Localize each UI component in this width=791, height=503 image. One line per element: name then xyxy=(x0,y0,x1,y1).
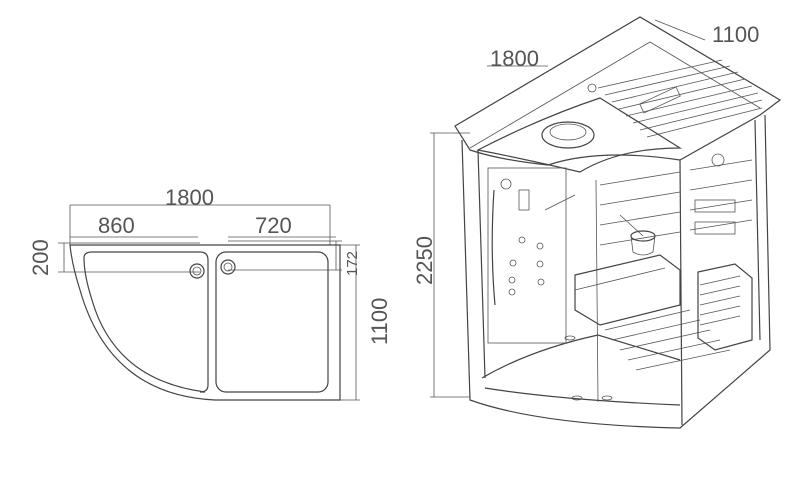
door-edge xyxy=(595,179,599,403)
roof-edge xyxy=(469,41,761,149)
drain-ring xyxy=(192,266,202,276)
roof-slats xyxy=(597,59,763,138)
tray-rim xyxy=(481,334,681,379)
sauna-wall-panel xyxy=(694,199,736,213)
roof-vent-icon xyxy=(587,83,597,93)
shower-head-icon xyxy=(541,121,595,149)
cabin-body xyxy=(461,114,771,429)
massage-jets xyxy=(508,236,545,296)
sauna-wall-panel xyxy=(694,221,736,235)
dim-left-width: 860 xyxy=(98,213,135,238)
cabin-edge xyxy=(477,149,486,379)
sauna-heater xyxy=(697,263,753,351)
dim-depth: 1100 xyxy=(367,298,392,345)
floor-drain-icon xyxy=(564,335,576,341)
dim-right-width: 720 xyxy=(255,213,292,238)
sauna-bench xyxy=(574,254,681,326)
tray-outline xyxy=(69,244,341,401)
sauna-control-icon xyxy=(711,153,725,167)
dim-left-offset: 200 xyxy=(28,239,53,276)
right-drain-icon xyxy=(220,259,236,275)
tray-front xyxy=(484,387,681,406)
shower-hose xyxy=(491,189,496,306)
left-basin xyxy=(83,251,209,393)
perspective-view: 1800 1100 2250 xyxy=(412,16,782,429)
roof-light-icon xyxy=(639,86,681,114)
ladle-icon xyxy=(619,214,644,237)
heater-grill xyxy=(699,275,741,326)
dim-right-offset: 172 xyxy=(344,251,361,276)
dim-total-width: 1800 xyxy=(165,185,214,210)
floor-drain-icon xyxy=(571,395,583,401)
dim-persp-depth: 1100 xyxy=(712,22,759,47)
left-drain-icon xyxy=(189,263,205,279)
plan-view: 1800 860 720 200 172 1100 xyxy=(28,185,392,401)
floor-drain-icon xyxy=(601,395,613,401)
ext-line xyxy=(654,19,706,41)
control-display-icon xyxy=(518,189,530,211)
bucket-body xyxy=(630,235,656,256)
sauna-wall-slats xyxy=(599,159,753,246)
shower-head-inner xyxy=(549,123,587,141)
right-basin xyxy=(215,251,329,393)
cabin-edge xyxy=(754,119,761,341)
dim-persp-height: 2250 xyxy=(412,236,437,285)
control-column xyxy=(487,167,567,344)
shelf xyxy=(544,194,576,211)
dim-persp-width: 1800 xyxy=(490,46,539,71)
drain-ring xyxy=(223,262,233,272)
cabin-edge xyxy=(679,159,683,426)
hand-shower-icon xyxy=(500,178,512,190)
top-panel xyxy=(476,97,683,173)
bench-slat xyxy=(574,267,666,291)
roof xyxy=(454,16,782,166)
